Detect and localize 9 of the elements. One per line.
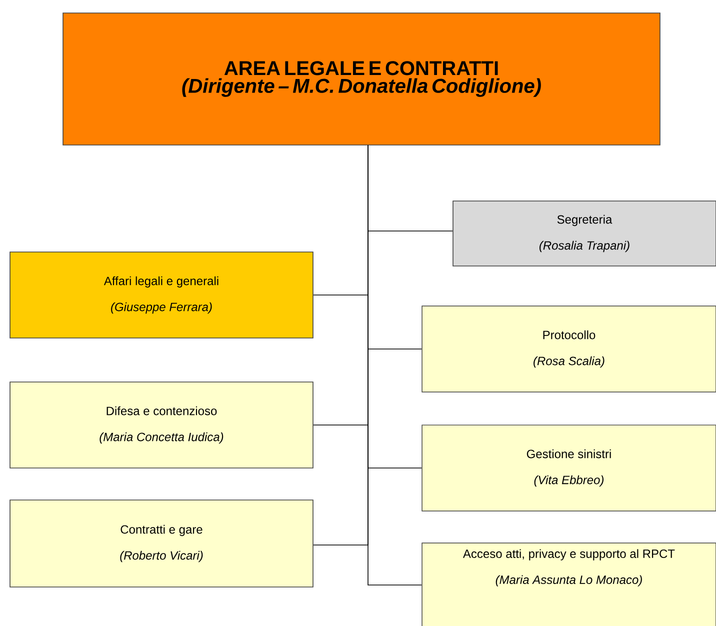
org-box: Affari legali e generali (Giuseppe Ferrara) (10, 252, 314, 338)
org-box: Contratti e gare (Roberto Vicari) (10, 500, 314, 588)
org-box: Acceso atti, privacy e supporto al RPCT (Maria Assunta Lo Monaco) (422, 542, 716, 626)
connector-line (368, 144, 422, 586)
org-box: Protocollo (Rosa Scalia) (422, 306, 716, 392)
org-box: AREA LEGALE E CONTRATTI (Dirigente – M.C. Donatella Codiglione) (62, 12, 660, 146)
org-box: Difesa e contenzioso (Maria Concetta Iudica) (10, 382, 314, 468)
org-box: Segreteria (Rosalia Trapani) (452, 200, 716, 266)
org-box: Gestione sinistri (Vita Ebbreo) (422, 424, 716, 512)
